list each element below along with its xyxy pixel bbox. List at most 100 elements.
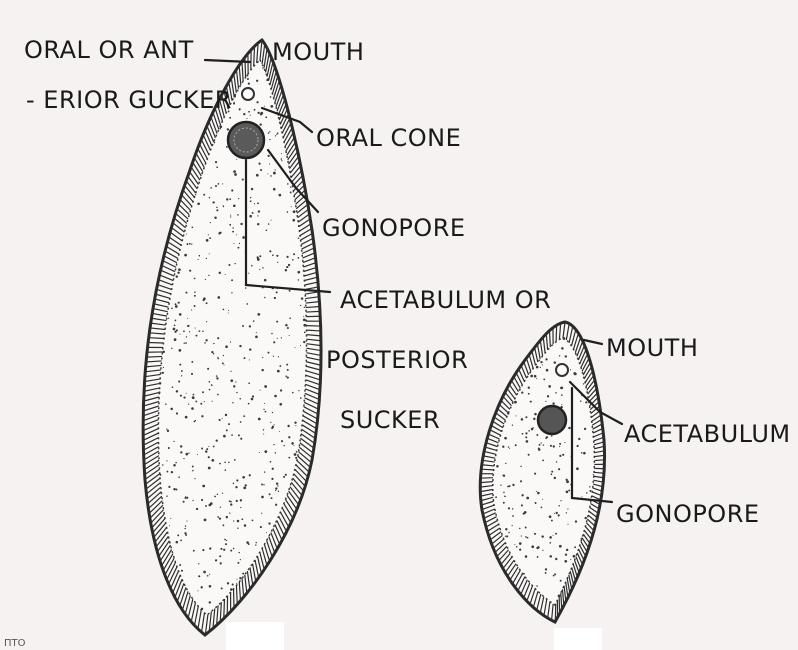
stipple-dot: [537, 556, 539, 558]
stipple-dot: [275, 135, 276, 136]
stipple-dot: [173, 464, 176, 467]
stipple-dot: [184, 528, 186, 530]
stipple-dot: [559, 455, 561, 457]
stipple-dot: [222, 492, 223, 493]
stipple-dot: [240, 559, 241, 560]
stipple-dot: [570, 369, 571, 370]
stipple-dot: [187, 243, 189, 245]
stipple-dot: [169, 525, 170, 526]
stipple-dot: [269, 493, 271, 495]
stipple-dot: [240, 438, 242, 440]
stipple-dot: [198, 563, 199, 564]
stipple-dot: [223, 205, 224, 206]
stipple-dot: [185, 342, 187, 344]
stipple-dot: [171, 348, 172, 349]
stipple-dot: [536, 366, 539, 369]
stipple-dot: [252, 212, 254, 214]
stipple-dot: [260, 169, 262, 171]
stipple-dot: [541, 507, 543, 509]
stipple-dot: [262, 67, 263, 68]
stipple-dot: [285, 474, 287, 476]
stipple-dot: [281, 158, 283, 160]
stipple-dot: [540, 442, 541, 443]
stipple-dot: [236, 500, 238, 502]
stipple-dot: [288, 457, 290, 459]
stipple-dot: [278, 356, 279, 357]
stipple-dot: [520, 480, 522, 482]
stipple-dot: [178, 268, 181, 271]
stipple-dot: [236, 479, 238, 481]
stipple-dot: [256, 174, 259, 177]
stipple-dot: [264, 106, 265, 107]
stipple-dot: [545, 572, 547, 574]
stipple-dot: [201, 608, 203, 610]
stipple-dot: [261, 484, 263, 486]
stipple-dot: [219, 517, 221, 519]
stipple-dot: [206, 302, 208, 304]
stipple-dot: [240, 223, 242, 225]
stipple-dot: [526, 440, 529, 443]
stipple-dot: [556, 461, 557, 462]
stipple-dot: [243, 113, 245, 115]
stipple-dot: [553, 575, 555, 577]
stipple-dot: [285, 269, 287, 271]
stipple-dot: [523, 573, 525, 575]
stipple-dot: [293, 445, 294, 446]
stipple-dot: [519, 528, 521, 530]
stipple-dot: [233, 385, 235, 387]
stipple-dot: [214, 217, 216, 219]
stipple-dot: [187, 325, 189, 327]
stipple-dot: [183, 397, 185, 399]
stipple-dot: [234, 173, 237, 176]
stipple-dot: [568, 490, 570, 492]
stipple-dot: [263, 409, 264, 410]
stipple-dot: [166, 429, 167, 430]
label-oral-sucker-line1: ORAL OR ANT: [24, 36, 194, 64]
stipple-dot: [199, 255, 201, 257]
stipple-dot: [210, 187, 212, 189]
stipple-dot: [175, 320, 177, 322]
stipple-dot: [230, 379, 233, 382]
stipple-dot: [223, 309, 225, 311]
stipple-dot: [229, 224, 231, 226]
stipple-dot: [233, 548, 235, 550]
stipple-dot: [240, 421, 242, 423]
stipple-dot: [537, 492, 540, 495]
stipple-dot: [217, 494, 218, 495]
stipple-dot: [264, 297, 266, 299]
stipple-dot: [551, 520, 553, 522]
stipple-dot: [525, 416, 527, 418]
stipple-dot: [197, 202, 200, 205]
stipple-dot: [554, 573, 556, 575]
stipple-dot: [227, 128, 229, 130]
stipple-dot: [269, 131, 270, 132]
stipple-dot: [209, 601, 211, 603]
stipple-dot: [174, 324, 176, 326]
stipple-dot: [219, 232, 221, 234]
stipple-dot: [262, 267, 263, 268]
stipple-dot: [178, 476, 180, 478]
stipple-dot: [263, 429, 264, 430]
stipple-dot: [558, 514, 560, 516]
stipple-dot: [555, 392, 557, 394]
stipple-dot: [264, 450, 267, 453]
stipple-dot: [220, 562, 222, 564]
stipple-dot: [205, 279, 206, 280]
label-oral-cone: ORAL CONE: [316, 124, 461, 152]
stipple-dot: [522, 433, 524, 435]
stipple-dot: [575, 520, 577, 522]
stipple-dot: [257, 223, 259, 225]
stipple-dot: [546, 369, 549, 372]
stipple-dot: [195, 335, 197, 337]
stipple-dot: [534, 413, 537, 416]
stipple-dot: [271, 220, 272, 221]
stipple-dot: [271, 478, 273, 480]
stipple-dot: [304, 332, 306, 334]
stipple-dot: [543, 444, 544, 445]
stipple-dot: [542, 550, 543, 551]
stipple-dot: [576, 445, 578, 447]
stipple-dot: [545, 358, 547, 360]
small-mouth-leader: [584, 340, 602, 344]
stipple-dot: [167, 471, 169, 473]
stipple-dot: [293, 210, 296, 213]
